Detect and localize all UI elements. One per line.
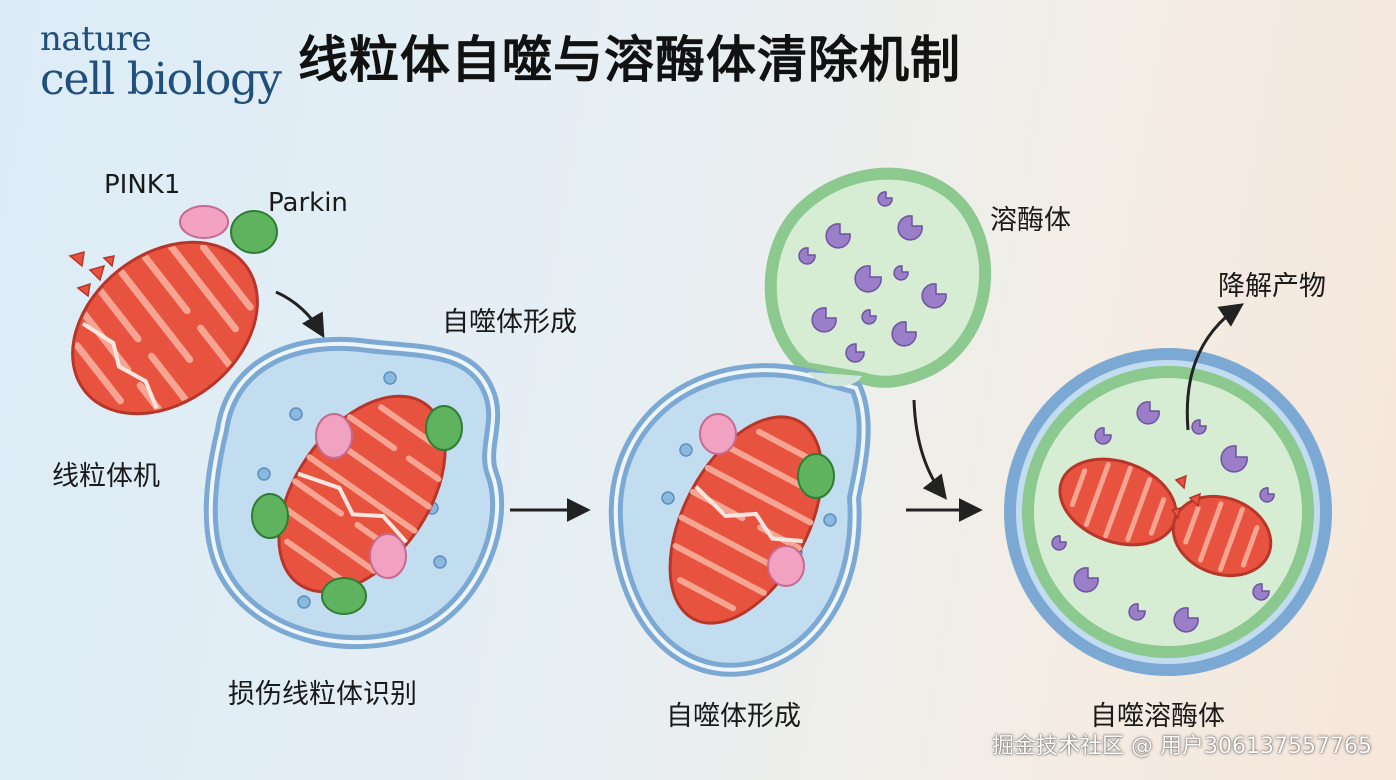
- arrow-to-recognition: [275, 290, 325, 339]
- journal-logo-line1: nature: [40, 19, 152, 59]
- pink1-protein: [179, 205, 229, 239]
- parkin-protein: [230, 210, 278, 254]
- arrow-degradation-products: [1185, 303, 1244, 431]
- lysosome-label: 溶酶体: [990, 205, 1071, 236]
- journal-logo-line2: cell biology: [40, 54, 282, 105]
- recognition-label: 损伤线粒体识别: [228, 679, 417, 710]
- lysosome-fusion: [608, 167, 992, 677]
- autolysosome: [1004, 348, 1332, 676]
- page-title: 线粒体自噬与溶酶体清除机制: [298, 31, 961, 89]
- mitochondrion-label: 线粒体机: [52, 461, 160, 492]
- autophagosome-formation-label-2: 自噬体形成: [666, 701, 801, 732]
- autophagosome-formation-label-1: 自噬体形成: [442, 307, 577, 338]
- parkin-label: Parkin: [268, 188, 348, 218]
- arrow-lysosome-down: [912, 399, 947, 500]
- forming-autophagosome: [203, 336, 505, 650]
- degradation-products-label: 降解产物: [1218, 271, 1326, 302]
- pink1-label: PINK1: [104, 170, 181, 200]
- autolysosome-label: 自噬溶酶体: [1090, 701, 1225, 732]
- damaged-mitochondrion: [68, 205, 278, 416]
- watermark: 掘金技术社区 @ 用户306137557765: [992, 734, 1372, 759]
- mito-fragments: [68, 250, 115, 298]
- journal-logo: nature cell biology: [40, 19, 282, 105]
